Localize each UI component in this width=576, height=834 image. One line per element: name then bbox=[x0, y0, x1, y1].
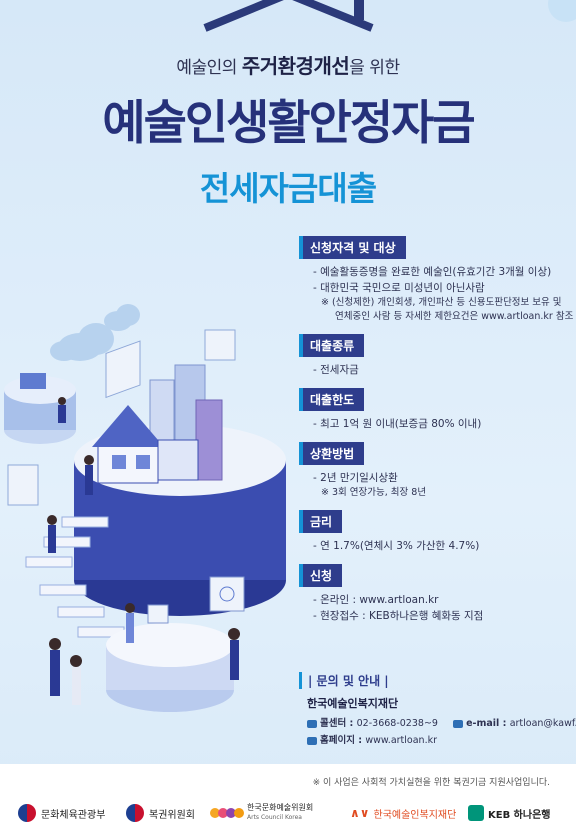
government-emblem-icon bbox=[18, 804, 36, 822]
section-heading: 신청자격 및 대상 bbox=[299, 236, 406, 259]
contact-row-homepage: 홈페이지 : www.artloan.kr bbox=[299, 732, 569, 749]
subtitle-bold: 주거환경개선 bbox=[241, 54, 350, 78]
list-item: 최고 1억 원 이내(보증금 80% 이내) bbox=[299, 416, 569, 432]
contact-org: 한국예술인복지재단 bbox=[307, 697, 399, 710]
list-item: 현장접수 : KEB하나은행 혜화동 지점 bbox=[299, 608, 569, 624]
section-limit: 대출한도 최고 1억 원 이내(보증금 80% 이내) bbox=[299, 388, 569, 432]
section-eligibility: 신청자격 및 대상 예술활동증명을 완료한 예술인(유효기간 3개월 이상) 대… bbox=[299, 236, 574, 324]
contact-heading: | 문의 및 안내 | bbox=[299, 672, 569, 689]
government-emblem-icon bbox=[126, 804, 144, 822]
logo-lottery: 복권위원회 bbox=[126, 798, 195, 828]
logo-arko: 한국문화예술위원회 Arts Council Korea bbox=[210, 798, 313, 828]
monitor-icon bbox=[307, 736, 317, 745]
list-item: 예술활동증명을 완료한 예술인(유효기간 3개월 이상) bbox=[299, 264, 569, 280]
logo-lottery-text: 복권위원회 bbox=[149, 809, 195, 821]
loan-type-title: 전세자금대출 bbox=[199, 169, 377, 208]
email-label: e-mail : bbox=[466, 718, 510, 729]
list-item: 2년 만기일시상환 bbox=[299, 470, 569, 486]
footer: ※ 이 사업은 사회적 가치실현을 위한 복권기금 지원사업입니다. 문화체육관… bbox=[0, 764, 576, 834]
list-item: 연 1.7%(연체시 3% 가산한 4.7%) bbox=[299, 538, 569, 554]
info-column: 신청자격 및 대상 예술활동증명을 완료한 예술인(유효기간 3개월 이상) 대… bbox=[299, 236, 574, 634]
note: ※ (신청제한) 개인회생, 개인파산 등 신용도판단정보 보유 및 bbox=[321, 297, 562, 308]
callcenter-label: 콜센터 : bbox=[320, 718, 357, 729]
hana-bank-icon bbox=[468, 805, 484, 821]
logo-arko-en: Arts Council Korea bbox=[247, 814, 302, 821]
section-heading: 대출한도 bbox=[299, 388, 365, 411]
section-rate: 금리 연 1.7%(연체시 3% 가산한 4.7%) bbox=[299, 510, 569, 554]
homepage-url: www.artloan.kr bbox=[365, 735, 438, 746]
section-type: 대출종류 전세자금 bbox=[299, 334, 569, 378]
main-title: 예술인생활안정자금 bbox=[102, 96, 475, 151]
arko-dots-icon bbox=[210, 808, 244, 818]
logo-kawf-text: 한국예술인복지재단 bbox=[373, 809, 457, 821]
logo-row: 문화체육관광부 복권위원회 한국문화예술위원회 Arts Council Kore… bbox=[14, 798, 570, 828]
note: ※ 3회 연장가능, 최장 8년 bbox=[321, 487, 427, 498]
mail-icon bbox=[453, 719, 464, 728]
section-heading: 금리 bbox=[299, 510, 343, 533]
subtitle-pre: 예술인의 bbox=[176, 58, 242, 78]
homepage-label: 홈페이지 : bbox=[320, 735, 366, 746]
callcenter-number: 02-3668-0238~9 bbox=[356, 718, 438, 729]
section-repay: 상환방법 2년 만기일시상환 ※ 3회 연장가능, 최장 8년 bbox=[299, 442, 569, 500]
subtitle: 예술인의 주거환경개선을 위한 bbox=[0, 50, 576, 79]
subtitle-post: 을 위한 bbox=[349, 58, 400, 78]
logo-mcst: 문화체육관광부 bbox=[18, 798, 105, 828]
section-heading: 대출종류 bbox=[299, 334, 365, 357]
kawf-mark-icon: ∧∨ bbox=[350, 806, 370, 820]
phone-icon bbox=[307, 719, 317, 728]
footer-note: ※ 이 사업은 사회적 가치실현을 위한 복권기금 지원사업입니다. bbox=[312, 778, 550, 788]
logo-hana: KEB 하나은행 bbox=[468, 798, 550, 828]
email-address: artloan@kawf.kr bbox=[509, 718, 576, 729]
note: 연체중인 사람 등 자세한 제한요건은 www.artloan.kr 참조 bbox=[335, 311, 574, 322]
list-item: 대한민국 국민으로 미성년이 아닌사람 bbox=[299, 280, 569, 296]
logo-hana-text: KEB 하나은행 bbox=[488, 809, 551, 821]
section-heading: 신청 bbox=[299, 564, 343, 587]
logo-arko-text: 한국문화예술위원회 bbox=[247, 803, 314, 812]
house-roof-icon bbox=[203, 0, 576, 32]
contact-block: | 문의 및 안내 | 한국예술인복지재단 콜센터 : 02-3668-0238… bbox=[299, 672, 576, 749]
contact-row-phone-email: 콜센터 : 02-3668-0238~9 e-mail : artloan@ka… bbox=[299, 715, 576, 732]
city-illustration bbox=[4, 304, 286, 712]
logo-mcst-text: 문화체육관광부 bbox=[41, 809, 106, 821]
list-item: 전세자금 bbox=[299, 362, 569, 378]
list-item: 온라인 : www.artloan.kr bbox=[299, 592, 569, 608]
section-apply: 신청 온라인 : www.artloan.kr 현장접수 : KEB하나은행 혜… bbox=[299, 564, 569, 624]
logo-kawf: ∧∨ 한국예술인복지재단 bbox=[350, 798, 456, 828]
section-heading: 상환방법 bbox=[299, 442, 365, 465]
